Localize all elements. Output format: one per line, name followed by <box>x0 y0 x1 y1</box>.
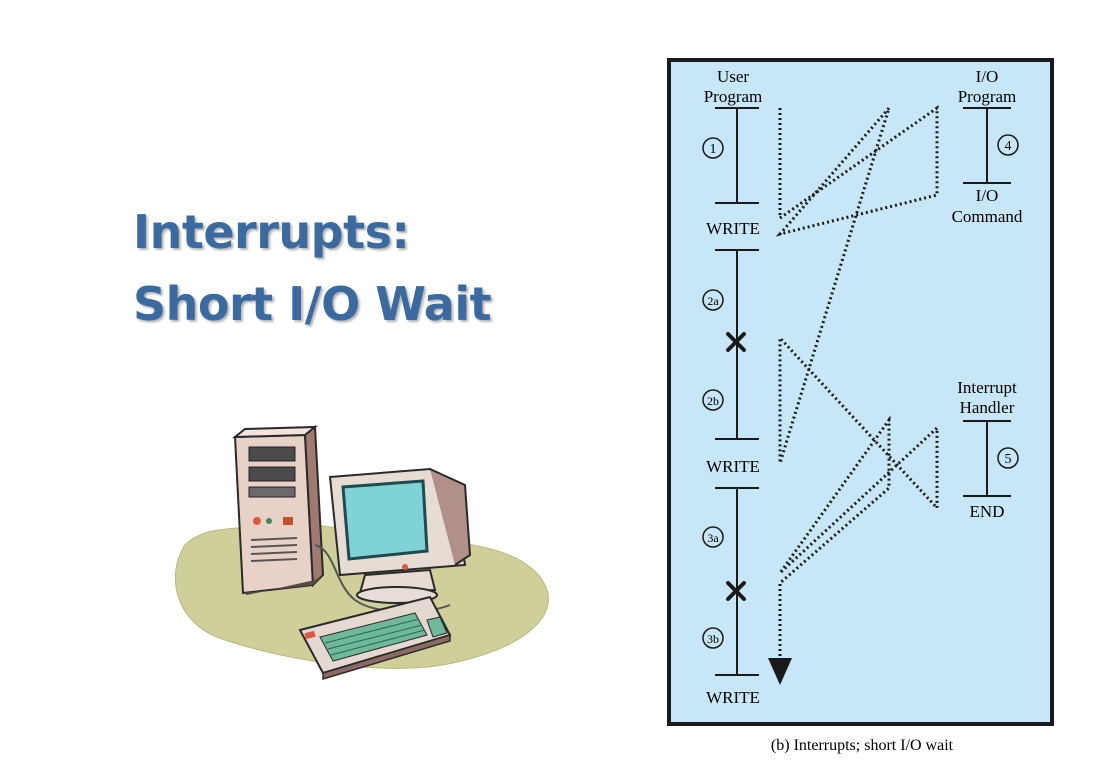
interrupt-timing-diagram: User Program I/O Program WRITE WRITE WRI… <box>667 58 1054 754</box>
step-5-label: 5 <box>1005 452 1012 467</box>
io-program-label-2: Program <box>958 87 1017 106</box>
write-label-3: WRITE <box>706 688 760 707</box>
write-label-2: WRITE <box>706 457 760 476</box>
keyboard-icon <box>298 595 452 681</box>
x-mark-icon <box>726 581 746 601</box>
step-4: 4 <box>997 134 1019 156</box>
step-2b: 2b <box>702 389 724 411</box>
io-program-timeline <box>963 107 1011 184</box>
io-program-label-1: I/O <box>976 67 999 86</box>
step-3a-label: 3a <box>707 531 719 545</box>
x-mark-icon <box>726 332 746 352</box>
interrupt-handler-timeline <box>963 420 1011 497</box>
step-1-label: 1 <box>710 142 717 157</box>
control-flow-path <box>768 105 939 685</box>
step-4-label: 4 <box>1005 139 1012 154</box>
step-3b-label: 3b <box>707 632 719 646</box>
slide-title: Interrupts: Short I/O Wait <box>133 196 593 340</box>
io-command-label-2: Command <box>952 207 1023 226</box>
io-command-label-1: I/O <box>976 186 999 205</box>
user-program-label-2: Program <box>704 87 763 106</box>
slide-title-line1: Interrupts: <box>133 205 410 259</box>
step-3a: 3a <box>702 526 724 548</box>
desktop-computer-icon <box>174 425 549 681</box>
diagram-panel <box>667 58 1054 726</box>
step-5: 5 <box>997 447 1019 469</box>
step-2a: 2a <box>702 289 724 311</box>
user-program-label-1: User <box>717 67 749 86</box>
end-label: END <box>970 502 1005 521</box>
slide-title-line2: Short I/O Wait <box>133 277 492 331</box>
monitor-icon <box>328 467 472 604</box>
interrupt-handler-label-1: Interrupt <box>957 378 1017 397</box>
tower-icon <box>232 425 325 595</box>
figure-caption: (b) Interrupts; short I/O wait <box>771 737 954 754</box>
step-2a-label: 2a <box>707 294 719 308</box>
interrupt-handler-label-2: Handler <box>960 398 1015 417</box>
step-3b: 3b <box>702 627 724 649</box>
step-2b-label: 2b <box>707 394 719 408</box>
write-label-1: WRITE <box>706 219 760 238</box>
step-1: 1 <box>702 137 724 159</box>
